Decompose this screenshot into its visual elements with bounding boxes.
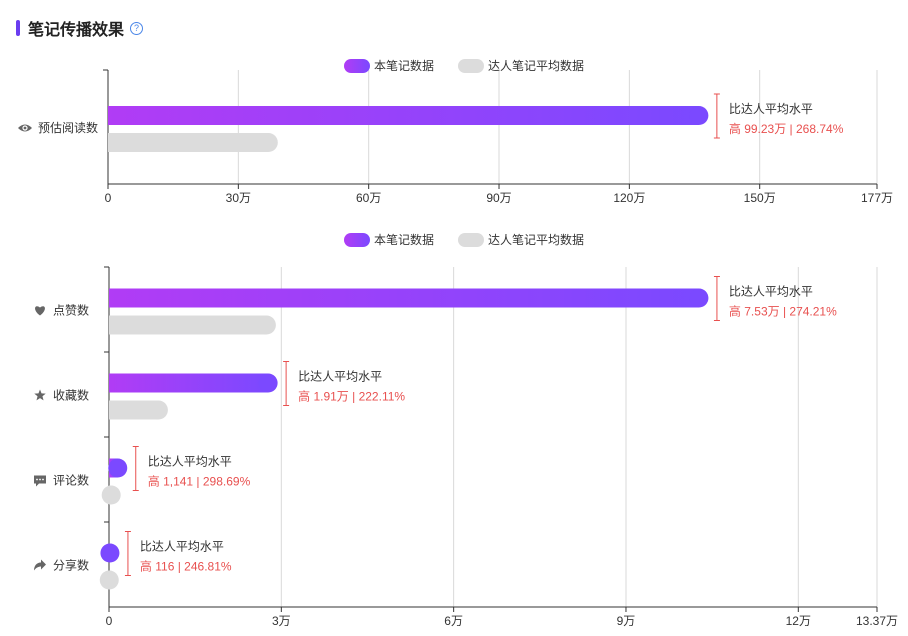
bar-avg [109,400,159,420]
annotation-value: 高 7.53万 | 274.21% [729,304,837,319]
heart-icon [35,306,45,316]
heart-shape [35,306,45,316]
help-icon[interactable]: ? [130,21,144,35]
comment-icon [34,475,46,487]
comment-dot [42,478,44,481]
bar-avg-cap [258,133,278,152]
bar-avg-cap [148,400,168,420]
x-tick-label: 0 [105,191,112,205]
bar-avg [108,133,269,152]
x-tick-label: 12万 [786,614,811,628]
header-accent-bar [16,20,20,36]
annotation-title: 比达人平均水平 [148,455,232,469]
x-tick-label: 9万 [617,614,636,628]
x-tick-label: 3万 [272,614,291,628]
legend-label-note: 本笔记数据 [374,232,434,247]
x-tick-label: 60万 [356,191,381,205]
page-title: 笔记传播效果 [28,22,125,39]
legend-swatch-avg [458,233,484,247]
section-header: 笔记传播效果 ? [16,18,144,39]
bar-note [109,373,269,393]
annotation-title: 比达人平均水平 [729,285,813,299]
bar-avg-cap [256,315,276,335]
bar-note-cap [258,373,278,393]
legend-label-avg: 达人笔记平均数据 [488,232,584,247]
comment-dot [39,478,41,481]
legend-swatch-note [344,59,370,73]
bar-avg [109,315,267,335]
x-tick-label: 150万 [744,191,776,205]
category-label: 点赞数 [53,303,89,318]
annotation-title: 比达人平均水平 [140,540,224,554]
chart-legend: 本笔记数据 达人笔记平均数据 [344,58,584,73]
x-tick-label: 177万 [861,191,893,205]
bar-note-cap [100,543,120,563]
bar-note-cap [689,106,709,125]
share-icon [34,559,46,571]
annotation-value: 高 1,141 | 298.69% [148,474,251,489]
annotation-value: 高 116 | 246.81% [140,559,232,574]
x-tick-label: 13.37万 [856,614,898,628]
bar-avg-cap [101,485,121,505]
chart-legend: 本笔记数据 达人笔记平均数据 [344,232,584,247]
x-tick-label: 0 [106,614,113,628]
x-tick-label: 6万 [444,614,463,628]
legend-swatch-note [344,233,370,247]
annotation-title: 比达人平均水平 [729,102,813,116]
star-icon [34,389,46,401]
x-tick-label: 120万 [613,191,645,205]
bar-avg-cap [99,570,119,590]
eye-icon [18,124,32,132]
eye-pupil [23,126,27,130]
category-label: 收藏数 [53,388,89,403]
annotation-value: 高 1.91万 | 222.11% [298,389,405,404]
legend-swatch-avg [458,59,484,73]
bar-note [108,106,699,125]
category-label: 分享数 [53,558,89,573]
x-tick-label: 30万 [226,191,251,205]
star-shape [34,389,46,401]
category-label: 评论数 [53,473,89,488]
bar-note [109,288,699,308]
legend-label-note: 本笔记数据 [374,58,434,73]
x-tick-label: 90万 [486,191,511,205]
share-arrow [34,559,46,571]
category-label: 预估阅读数 [38,120,98,135]
comment-dot [36,478,38,481]
annotation-value: 高 99.23万 | 268.74% [729,121,844,136]
bar-note-cap [689,288,709,308]
legend-label-avg: 达人笔记平均数据 [488,58,584,73]
bar-note-cap [108,458,128,478]
comment-bubble [34,475,46,487]
annotation-title: 比达人平均水平 [298,370,382,384]
